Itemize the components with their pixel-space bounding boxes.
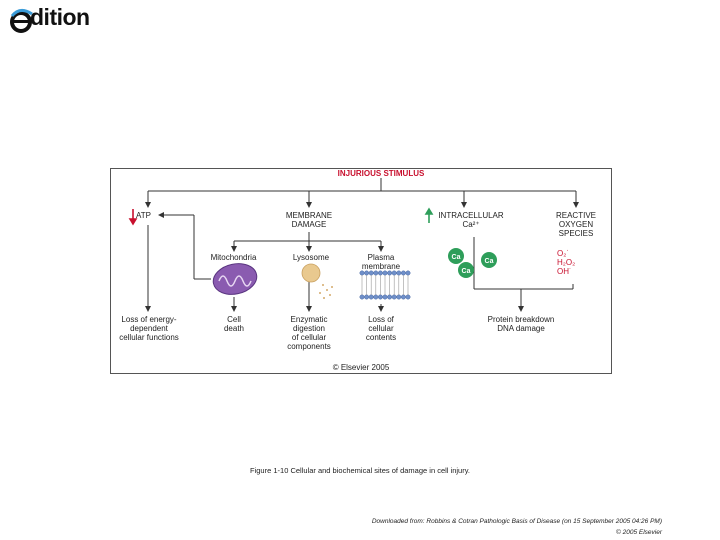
cell-injury-diagram: Ca Ca Ca INJURIOUS STIMULUS ATP MEMBRANE… (110, 168, 612, 374)
outcome-contents-label: Loss of cellular contents (365, 315, 397, 342)
ca-ion-label: Ca (462, 268, 471, 275)
plasma-membrane-label: Plasma membrane (361, 253, 401, 271)
intracellular-ca-label: INTRACELLULAR Ca²⁺ (438, 211, 504, 229)
lysosome-icon (301, 263, 333, 299)
membrane-damage-label: MEMBRANE DAMAGE (285, 211, 333, 229)
outcome-enzymatic-label: Enzymatic digestion of cellular componen… (287, 315, 331, 351)
diagram-title: INJURIOUS STIMULUS (337, 169, 425, 178)
lysosome-label: Lysosome (292, 253, 330, 262)
reactive-oxygen-label: REACTIVE OXYGEN SPECIES (555, 211, 596, 238)
footer-copyright: © 2005 Elsevier (616, 529, 662, 536)
outcome-death-label: Cell death (223, 315, 245, 333)
e-logo-icon (10, 9, 33, 33)
ros-species-label: O₂˙ H₂O₂ OH˙ (557, 249, 576, 276)
mitochondria-label: Mitochondria (210, 253, 257, 262)
calcium-ions-icon (448, 248, 497, 278)
atp-label: ATP (136, 211, 151, 220)
figure-caption: Figure 1-10 Cellular and biochemical sit… (250, 466, 470, 475)
outcome-energy-label: Loss of energy- dependent cellular funct… (119, 315, 179, 342)
down-arrow-icon (128, 209, 138, 226)
ca-ion-label: Ca (485, 258, 494, 265)
plasma-membrane-icon (359, 270, 411, 300)
figure-copyright: © Elsevier 2005 (332, 363, 390, 372)
diagram-lines: Ca Ca Ca (128, 178, 579, 312)
ca-ion-label: Ca (452, 254, 461, 261)
up-arrow-icon (424, 207, 434, 223)
mitochondria-icon (212, 263, 258, 295)
logo-text: dition (30, 4, 90, 30)
outcome-protein-label: Protein breakdown DNA damage (487, 315, 555, 333)
download-note: Downloaded from: Robbins & Cotran Pathol… (371, 518, 662, 525)
